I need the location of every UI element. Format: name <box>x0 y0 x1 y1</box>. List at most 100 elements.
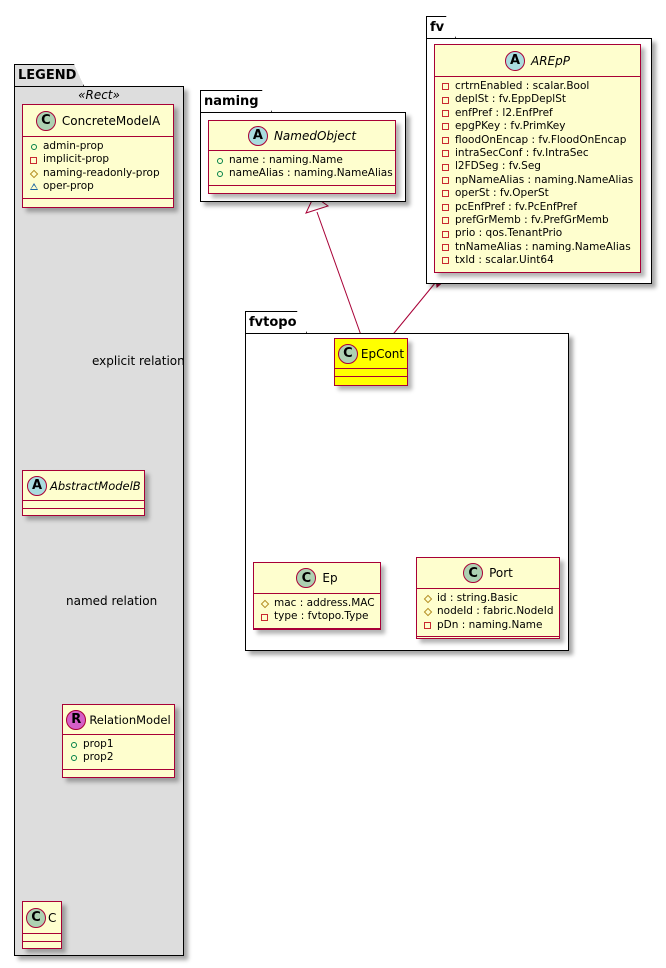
class-badge-icon: C <box>337 343 358 364</box>
attribute-text: implicit-prop <box>43 153 110 166</box>
package-fv-tab: fv <box>426 16 456 38</box>
class-port[interactable]: C Port id : string.Basic nodeId : fabric… <box>416 557 560 639</box>
class-attributes: id : string.Basic nodeId : fabric.NodeId… <box>417 589 559 638</box>
abstract-badge-icon: A <box>505 50 525 71</box>
attribute-text: pDn : naming.Name <box>437 618 543 631</box>
class-c[interactable]: C C <box>22 901 62 949</box>
attribute-text: nodeId : fabric.NodeId <box>437 605 554 618</box>
package-fvtopo-name: fvtopo <box>249 315 297 330</box>
package-fv-name: fv <box>430 20 445 35</box>
private-visibility-icon <box>442 96 449 104</box>
attribute-row: oper-prop <box>29 180 167 193</box>
private-visibility-icon <box>442 123 449 131</box>
attribute-text: oper-prop <box>43 180 94 193</box>
inheritance-line <box>316 211 363 339</box>
private-visibility-icon <box>442 177 449 185</box>
attribute-row: prefGrMemb : fv.PrefGrMemb <box>441 214 634 227</box>
class-abstract-model-b[interactable]: A AbstractModelB <box>22 470 145 516</box>
attribute-row: epgPKey : fv.PrimKey <box>441 120 634 133</box>
attribute-text: crtrnEnabled : scalar.Bool <box>455 80 590 92</box>
attribute-row: pDn : naming.Name <box>423 619 553 632</box>
package-legend-tab: LEGEND <box>14 64 84 86</box>
attribute-row: deplSt : fv.EppDeplSt <box>441 93 634 106</box>
class-attributes: name : naming.Name nameAlias : naming.Na… <box>209 151 395 186</box>
class-relation-model[interactable]: R RelationModel prop1 prop2 <box>62 704 175 778</box>
class-name: AREpP <box>531 53 570 68</box>
class-concrete-model-a[interactable]: C ConcreteModelA admin-prop implicit-pro… <box>22 104 174 208</box>
private-visibility-icon <box>442 230 449 238</box>
class-epcont[interactable]: C EpCont <box>334 338 408 386</box>
class-header: C C <box>23 902 61 934</box>
class-attributes: prop1 prop2 <box>63 735 174 770</box>
package-visibility-icon <box>29 183 38 191</box>
attribute-row: l2FDSeg : fv.Seg <box>441 160 634 173</box>
class-named-object[interactable]: A NamedObject name : naming.Name nameAli… <box>208 120 396 194</box>
attribute-row: operSt : fv.OperSt <box>441 187 634 200</box>
private-visibility-icon <box>442 190 449 198</box>
private-visibility-icon <box>442 203 449 211</box>
class-attributes: admin-prop implicit-prop naming-readonly… <box>23 137 173 199</box>
attribute-row: prio : qos.TenantPrio <box>441 227 634 240</box>
attribute-row: id : string.Basic <box>423 592 553 605</box>
attribute-text: pcEnfPref : fv.PcEnfPref <box>455 200 577 213</box>
attribute-row: mac : address.MAC <box>260 597 375 610</box>
package-legend-body <box>14 86 184 956</box>
package-legend-name: LEGEND <box>18 68 77 83</box>
attribute-row: enfPref : l2.EnfPref <box>441 107 634 120</box>
attribute-text: intraSecConf : fv.IntraSec <box>455 147 589 160</box>
attribute-text: tnNameAlias : naming.NameAlias <box>455 240 631 253</box>
protected-visibility-icon <box>29 169 38 178</box>
class-name: Ep <box>322 571 338 585</box>
attribute-row: floodOnEncap : fv.FloodOnEncap <box>441 134 634 147</box>
class-header: C ConcreteModelA <box>23 105 173 137</box>
attribute-text: name : naming.Name <box>229 154 343 166</box>
class-name: RelationModel <box>89 712 171 727</box>
class-name: Port <box>489 566 513 580</box>
attribute-row: crtrnEnabled : scalar.Bool <box>441 80 634 93</box>
protected-visibility-icon <box>423 594 432 603</box>
attribute-row: intraSecConf : fv.IntraSec <box>441 147 634 160</box>
private-visibility-icon <box>442 163 449 171</box>
public-visibility-icon <box>216 157 223 164</box>
class-name: EpCont <box>360 346 405 361</box>
private-visibility-icon <box>442 257 449 265</box>
attribute-row: naming-readonly-prop <box>29 167 167 180</box>
protected-visibility-icon <box>423 607 432 617</box>
attribute-row: implicit-prop <box>29 153 167 166</box>
attribute-text: naming-readonly-prop <box>43 166 160 179</box>
class-ep[interactable]: C Ep mac : address.MAC type : fvtopo.Typ… <box>253 562 381 630</box>
class-header: A AbstractModelB <box>23 471 144 501</box>
composition-arepp-line <box>389 276 441 339</box>
attribute-text: prop2 <box>83 751 114 764</box>
class-header: C EpCont <box>335 339 407 369</box>
class-header: C Port <box>417 558 559 589</box>
class-badge-icon: C <box>26 907 46 928</box>
attribute-row: type : fvtopo.Type <box>260 610 374 623</box>
public-visibility-icon <box>30 143 37 150</box>
attribute-row: nodeId : fabric.NodeId <box>423 605 553 618</box>
class-name: ConcreteModelA <box>61 113 161 128</box>
attribute-text: prio : qos.TenantPrio <box>455 227 563 240</box>
private-visibility-icon <box>442 217 449 225</box>
attribute-row: prop2 <box>69 751 168 764</box>
attribute-text: mac : address.MAC <box>274 597 375 609</box>
attribute-text: l2FDSeg : fv.Seg <box>455 160 541 173</box>
public-visibility-icon <box>216 171 223 178</box>
package-naming-tab: naming <box>200 90 272 112</box>
protected-visibility-icon <box>260 599 269 608</box>
attribute-text: id : string.Basic <box>437 592 519 604</box>
private-visibility-icon <box>424 622 431 630</box>
attribute-row: admin-prop <box>29 140 167 153</box>
class-header: R RelationModel <box>63 705 174 735</box>
private-visibility-icon <box>442 110 449 118</box>
named-relation-label: named relation <box>66 594 158 608</box>
private-visibility-icon <box>442 244 449 252</box>
attribute-row: name : naming.Name <box>215 154 389 167</box>
public-visibility-icon <box>70 741 77 748</box>
attribute-text: type : fvtopo.Type <box>274 610 369 623</box>
attribute-text: prefGrMemb : fv.PrefGrMemb <box>455 214 609 227</box>
private-visibility-icon <box>261 613 268 621</box>
relation-badge-icon: R <box>66 709 87 730</box>
